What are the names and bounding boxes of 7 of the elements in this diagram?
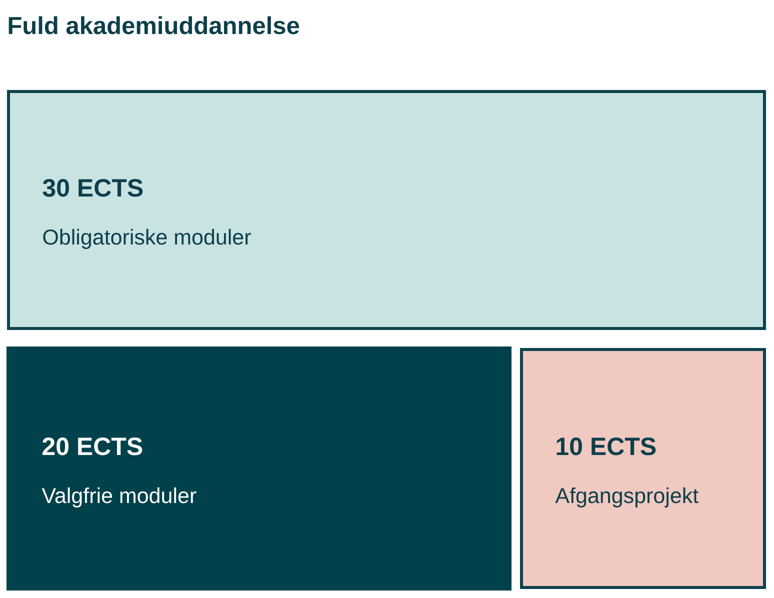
credit-heading: 20 ECTS xyxy=(42,438,142,456)
module-label: Valgfrie moduler xyxy=(42,487,196,508)
credit-heading: 10 ECTS xyxy=(556,438,656,456)
module-label: Obligatoriske moduler xyxy=(43,228,251,249)
module-label: Afgangsprojekt xyxy=(555,487,698,508)
credit-heading: 30 ECTS xyxy=(42,179,143,197)
title: Fuld akademiuddannelse xyxy=(8,16,300,34)
